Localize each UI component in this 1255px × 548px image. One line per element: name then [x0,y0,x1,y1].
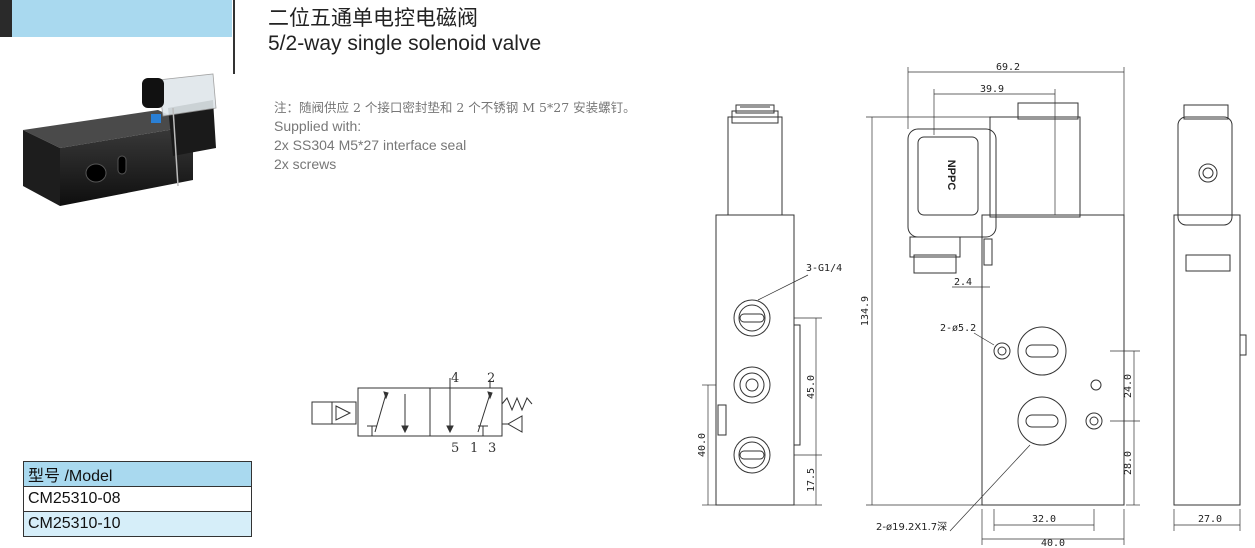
dim-mount-holes: 2-ø5.2 [940,323,976,334]
brand-label: NPPC [945,160,957,191]
table-row: CM25310-10 [23,511,252,537]
model-code: CM25310-08 [23,486,252,512]
dim-offset-small: 2.4 [954,277,972,288]
dim-bottom-inner: 32.0 [1032,514,1056,525]
model-code: CM25310-10 [23,511,252,537]
dim-seal-recess: 2-ø19.2X1.7深 [876,521,947,533]
technical-drawing: NPPC 69.2 39.9 134.9 3-G1/4 45.0 40.0 17… [697,62,1247,548]
header-band [0,0,232,37]
note-cn: 注：随阀供应 2 个接口密封垫和 2 个不锈钢 M 5*27 安装螺钉。 [274,100,636,115]
note-line-2: 2x SS304 M5*27 interface seal [274,137,467,153]
dim-upper-pitch: 24.0 [1123,374,1134,398]
port-label-1: 1 [470,441,478,456]
header-band-accent [0,0,12,37]
port-label-3: 3 [488,441,496,456]
dim-port-pitch: 45.0 [806,375,817,399]
page-title-cn: 二位五通单电控电磁阀 [268,6,478,30]
dim-port-thread: 3-G1/4 [806,263,842,274]
dim-bottom-outer: 40.0 [1041,538,1065,548]
port-label-5: 5 [451,441,459,456]
port-label-4: 4 [451,371,459,386]
valve-photo [23,73,217,206]
dim-overall-width: 69.2 [996,62,1020,73]
table-row: CM25310-08 [23,486,252,512]
header-divider [233,0,235,74]
model-table: 型号 /Model CM25310-08 CM25310-10 [23,461,252,537]
model-table-header-row: 型号 /Model [23,461,252,487]
dim-height: 134.9 [860,296,871,326]
dim-inner-width: 39.9 [980,84,1004,95]
dim-side-width: 27.0 [1198,514,1222,525]
dim-lower-offset: 17.5 [806,468,817,492]
pneumatic-symbol: 4 2 5 1 3 [311,371,533,456]
dim-base-height: 40.0 [697,433,708,457]
dim-lower-pitch: 28.0 [1123,451,1134,475]
note-line-3: 2x screws [274,156,337,172]
page-title-en: 5/2-way single solenoid valve [268,32,542,55]
supply-notes: 注：随阀供应 2 个接口密封垫和 2 个不锈钢 M 5*27 安装螺钉。 Sup… [274,98,636,174]
port-label-2: 2 [487,371,495,386]
model-table-header: 型号 /Model [23,461,252,487]
note-line-1: Supplied with: [274,118,362,134]
